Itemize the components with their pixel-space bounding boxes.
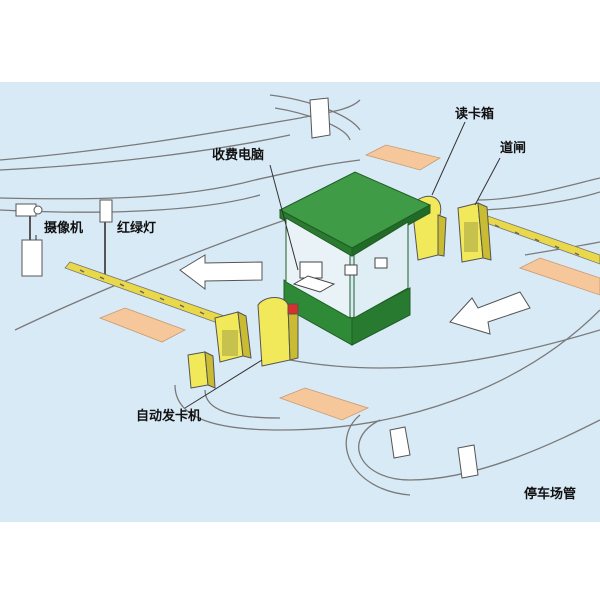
traffic-light-icon: [99, 199, 113, 223]
label-parking-title: 停车场管: [524, 486, 576, 502]
traffic-light: [99, 199, 113, 275]
card-dispenser: [257, 297, 299, 367]
pillar: [309, 97, 331, 139]
label-reader-box: 读卡箱: [455, 106, 494, 122]
induction-loop: [278, 387, 370, 421]
induction-loop: [364, 144, 442, 171]
small-kiosk: [187, 351, 216, 389]
card-slot: [287, 303, 299, 315]
induction-loop: [518, 257, 600, 296]
direction-arrows: [179, 254, 531, 335]
computer-icon: [292, 261, 336, 293]
pillar: [457, 444, 479, 479]
booth-window: [353, 221, 409, 319]
induction-loops: [98, 144, 600, 421]
camera-icon: [15, 203, 37, 217]
label-barrier-gate: 道闸: [500, 140, 526, 156]
camera: [15, 203, 43, 277]
label-camera: 摄像机: [44, 220, 83, 236]
camera-post: [21, 239, 43, 277]
label-toll-computer: 收费电脑: [212, 147, 264, 163]
induction-loop: [98, 307, 186, 343]
pillars: [309, 97, 479, 479]
callout-lines: [35, 121, 501, 409]
pillar: [389, 426, 411, 459]
label-traffic-light: 红绿灯: [117, 220, 156, 236]
label-card-dispenser: 自动发卡机: [136, 408, 201, 424]
arrow-left-icon: [179, 254, 263, 291]
toll-booth: [278, 171, 432, 346]
barrier-gate-left: [214, 311, 252, 363]
arrow-right-icon: [449, 291, 531, 335]
barrier-gate-right: [457, 202, 492, 263]
